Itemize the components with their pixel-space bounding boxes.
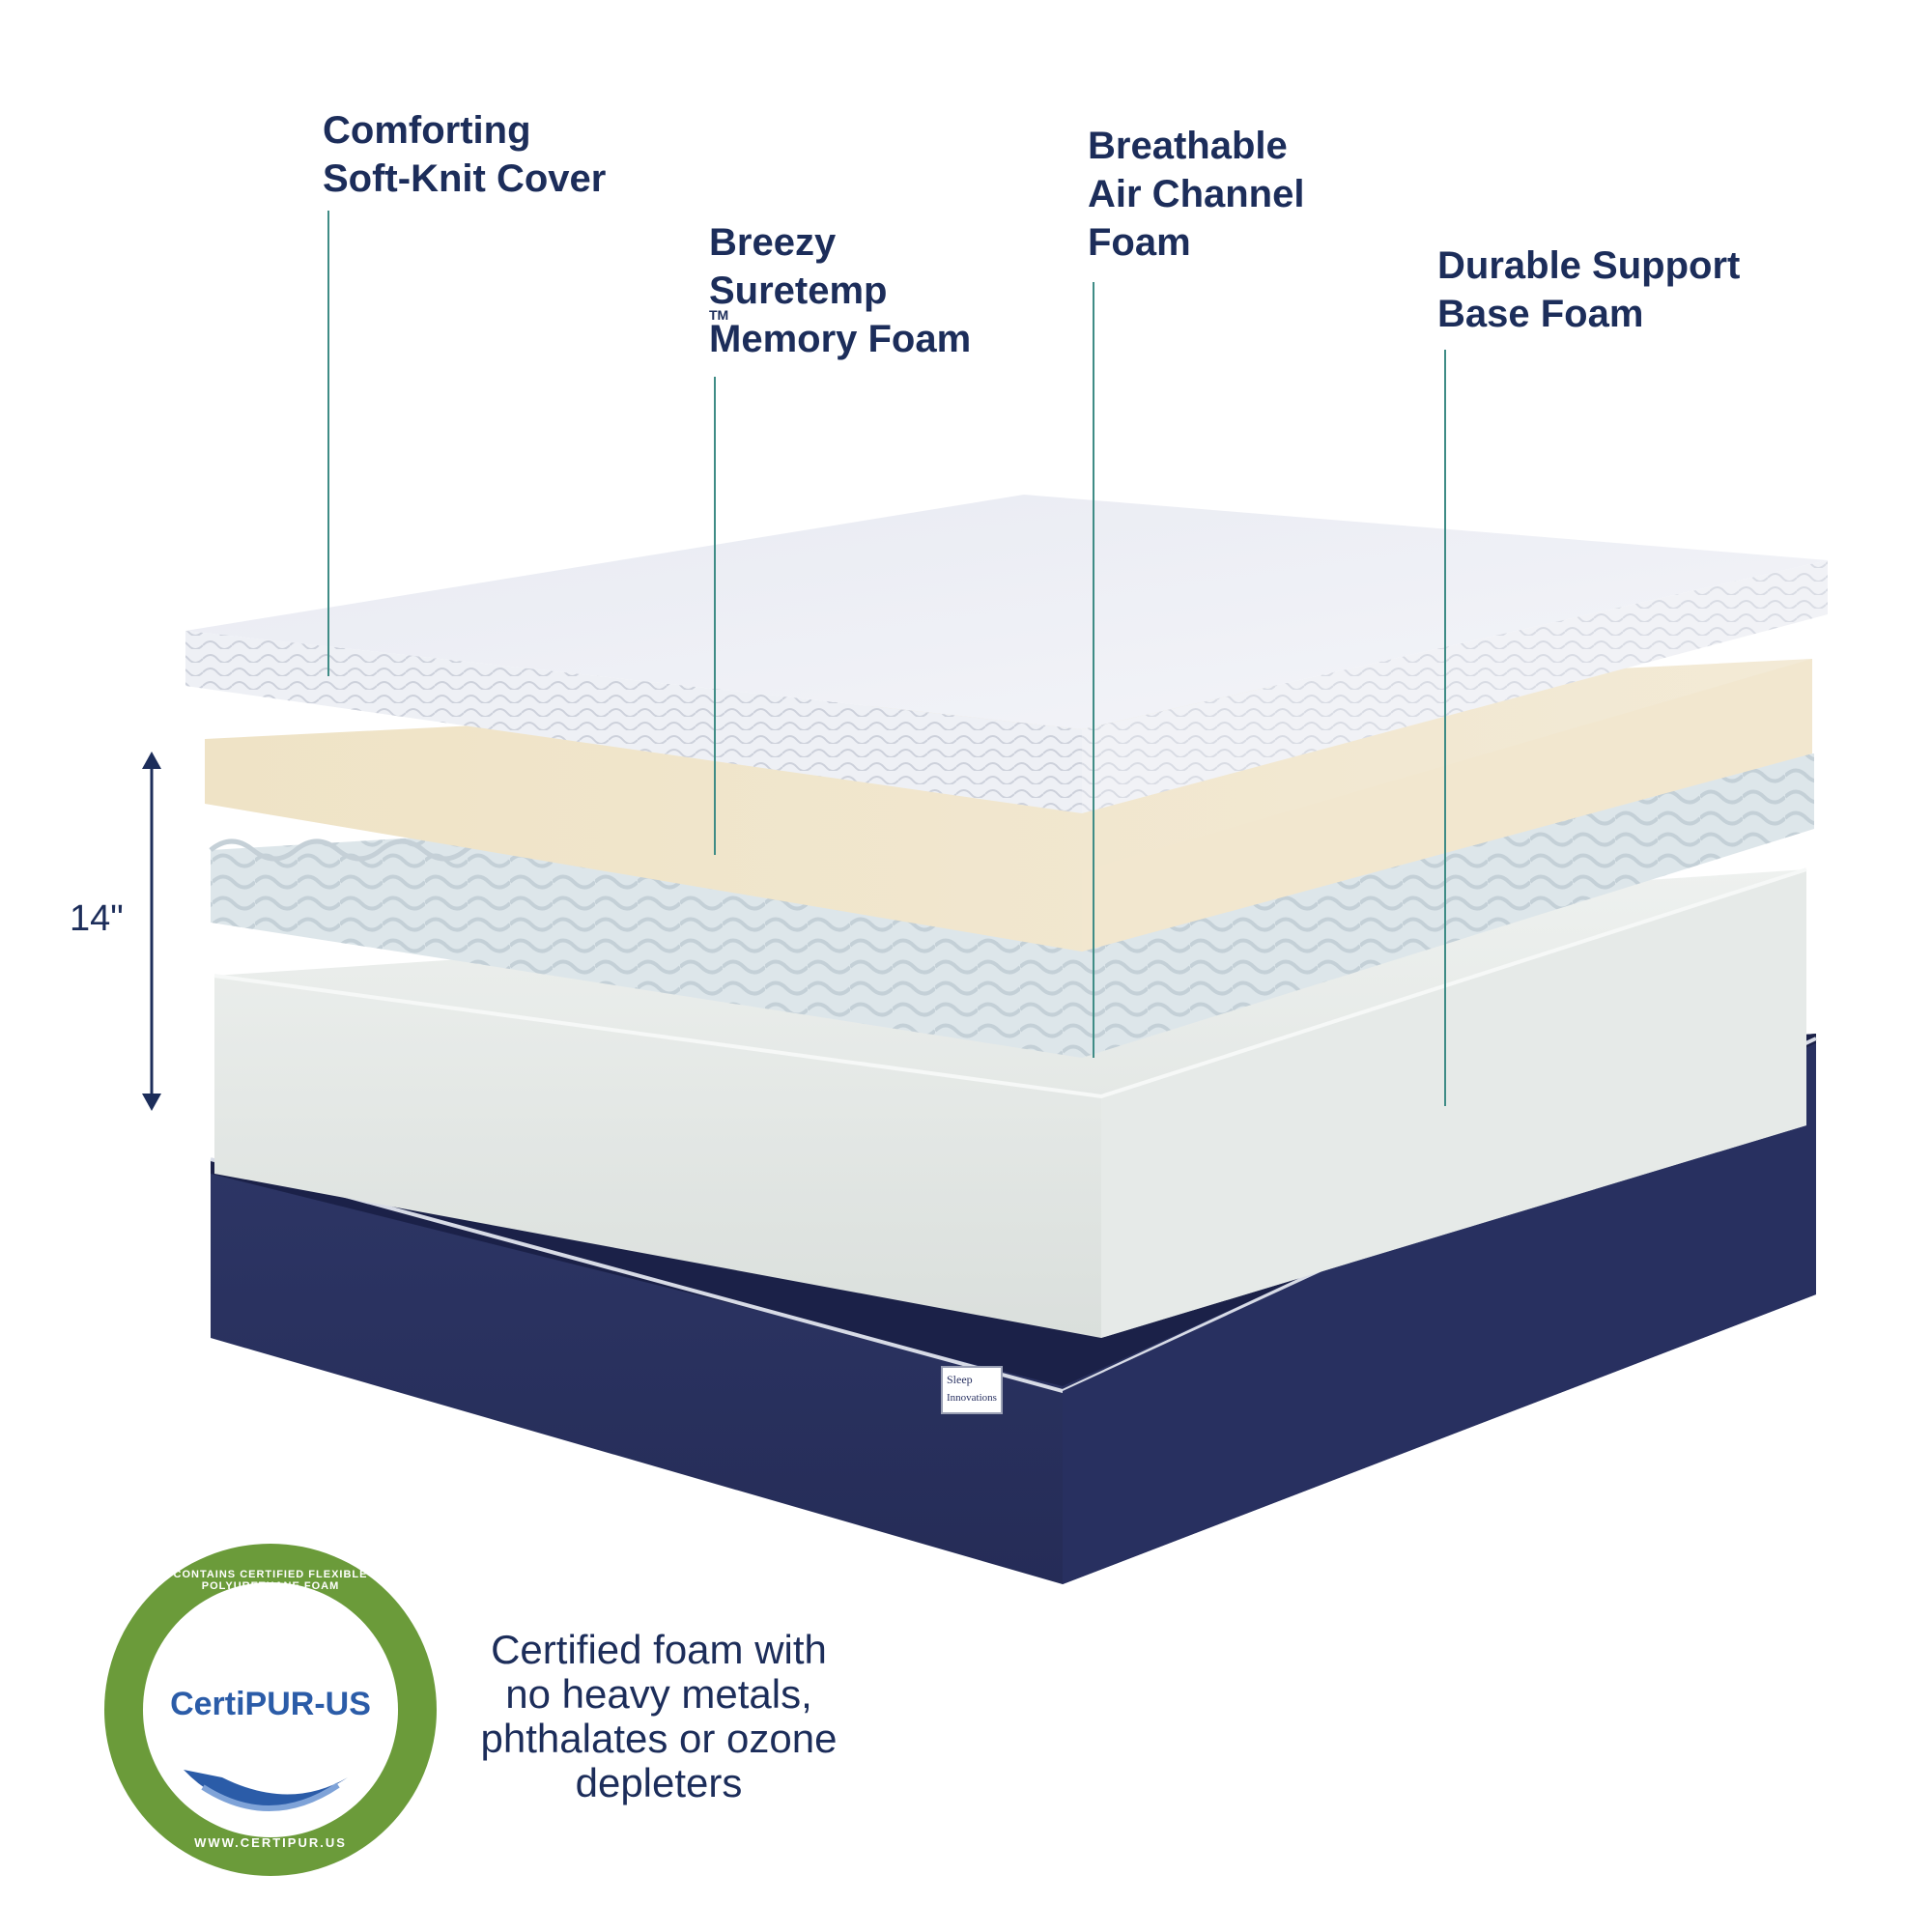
callout-line-3: Foam	[1088, 221, 1191, 264]
base-foam-layer	[213, 867, 1807, 1338]
svg-text:Innovations: Innovations	[947, 1392, 997, 1404]
callout-line-1: Breathable	[1088, 125, 1288, 167]
certification-description: Certified foam with no heavy metals, pht…	[446, 1628, 871, 1805]
callout-line-1: Durable Support	[1437, 244, 1741, 287]
height-label: 14"	[70, 898, 124, 939]
cert-line-2: no heavy metals,	[505, 1671, 812, 1717]
cert-line-4: depleters	[575, 1760, 743, 1805]
badge-name: CertiPUR-US	[170, 1686, 371, 1722]
certipur-us-badge	[104, 1544, 437, 1876]
callout-base-foam: Durable Support Base Foam	[1437, 242, 1740, 338]
callout-line-2: Base Foam	[1437, 293, 1644, 335]
callout-line-3: Memory Foam	[709, 318, 972, 360]
callout-air-channel-foam: Breathable Air Channel Foam	[1088, 122, 1304, 267]
callout-line-2: Soft-Knit Cover	[323, 157, 607, 200]
brand-tag: Sleep Innovations	[941, 1366, 1003, 1414]
callout-soft-knit-cover: Comforting Soft-Knit Cover	[323, 106, 606, 203]
callout-line-2: Air Channel	[1088, 173, 1305, 215]
callout-line-1: Breezy	[709, 221, 837, 264]
callout-line-1: Comforting	[323, 109, 531, 152]
badge-ring-text-top: CONTAINS CERTIFIED FLEXIBLE POLYURETHANE…	[173, 1569, 368, 1592]
cert-line-3: phthalates or ozone	[480, 1716, 838, 1761]
cert-line-1: Certified foam with	[491, 1627, 827, 1672]
soft-knit-cover-layer	[185, 495, 1828, 813]
badge-ring-text-bottom: WWW.CERTIPUR.US	[194, 1835, 347, 1850]
svg-text:Sleep: Sleep	[947, 1373, 973, 1386]
height-dimension-arrow	[142, 752, 161, 1111]
